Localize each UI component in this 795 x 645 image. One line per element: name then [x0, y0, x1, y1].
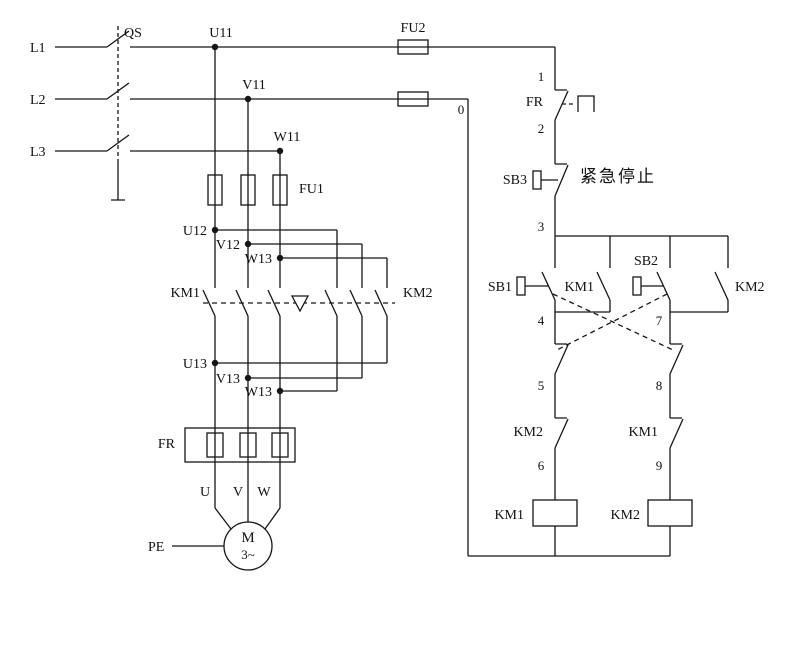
neutral-rail — [467, 99, 670, 557]
phase-bus-lines — [55, 46, 555, 547]
emergency-stop-text: 紧急停止 — [580, 167, 656, 187]
power-wires — [55, 26, 555, 547]
label-sb1: SB1 — [488, 280, 512, 295]
label-km2-main: KM2 — [403, 286, 433, 301]
node-0: 0 — [458, 102, 465, 117]
label-sb3: SB3 — [503, 173, 527, 188]
label-qs: QS — [124, 26, 142, 41]
label-km1-coil: KM1 — [494, 508, 524, 523]
sb3-button-cap — [532, 170, 542, 190]
junction-dot — [276, 254, 284, 262]
label-fr-main: FR — [158, 437, 176, 452]
button-actuator-links — [525, 179, 664, 287]
label-pe: PE — [148, 540, 164, 555]
label-w11: W11 — [274, 130, 301, 145]
km1-coil-body — [532, 499, 578, 527]
fr-release-marker — [577, 95, 595, 112]
aux-contact-drops — [555, 236, 729, 313]
node-5: 5 — [538, 378, 545, 393]
junction-dot — [211, 359, 219, 367]
junction-dots — [211, 43, 284, 395]
label-km2-aux: KM2 — [735, 280, 765, 295]
label-v11: V11 — [242, 78, 266, 93]
label-w13: W13 — [245, 385, 272, 400]
thermal-heater-3 — [271, 432, 289, 458]
junction-dot — [276, 147, 284, 155]
node-2: 2 — [538, 121, 545, 136]
thermal-relay-outline — [184, 427, 296, 463]
label-km2-coil: KM2 — [610, 508, 640, 523]
label-sb2: SB2 — [634, 254, 658, 269]
label-l1: L1 — [30, 41, 46, 56]
junction-dot — [211, 43, 219, 51]
label-u11: U11 — [209, 26, 233, 41]
node-6: 6 — [538, 458, 545, 473]
fuse-fu1-body-3 — [272, 174, 288, 206]
node-7: 7 — [656, 313, 663, 328]
label-u13: U13 — [183, 357, 207, 372]
label-km1-aux: KM1 — [564, 280, 594, 295]
motor-phases: 3~ — [241, 547, 255, 562]
fuse-fu1-body-2 — [240, 174, 256, 206]
label-l2: L2 — [30, 93, 46, 108]
motor-letter: M — [241, 530, 254, 546]
node-3: 3 — [538, 219, 545, 234]
button-interlock-cross-dashed — [552, 293, 674, 351]
node-4: 4 — [538, 313, 545, 328]
junction-dot — [276, 387, 284, 395]
label-term-u: U — [200, 485, 210, 500]
junction-dot — [244, 374, 252, 382]
qs-handle — [111, 160, 125, 201]
linkage-triangle-marker — [290, 295, 310, 313]
motor-symbol — [223, 521, 273, 571]
label-fu1: FU1 — [299, 182, 324, 197]
label-fu2: FU2 — [401, 21, 426, 36]
label-v12: V12 — [216, 238, 240, 253]
label-km1-interlock: KM1 — [628, 425, 658, 440]
sb2-button-cap — [632, 276, 642, 296]
junction-dot — [244, 240, 252, 248]
thermal-heater-1 — [206, 432, 224, 458]
labels: L1 L2 L3 QS U11 V11 W11 FU2 FU1 U12 V12 … — [30, 21, 765, 562]
junction-dot — [244, 95, 252, 103]
sb1-button-cap — [516, 276, 526, 296]
label-w12: W13 — [245, 252, 272, 267]
label-v13: V13 — [216, 372, 240, 387]
label-fr-contact: FR — [526, 95, 544, 110]
junction-dot — [211, 226, 219, 234]
label-km1-main: KM1 — [170, 286, 200, 301]
node-8: 8 — [656, 378, 663, 393]
label-u12: U12 — [183, 224, 207, 239]
node-9: 9 — [656, 458, 663, 473]
fuse-fu1-body-1 — [207, 174, 223, 206]
fuse-control-neutral-body — [397, 91, 429, 107]
label-term-v: V — [233, 485, 243, 500]
label-term-w: W — [257, 485, 271, 500]
thermal-heater-2 — [239, 432, 257, 458]
node-1: 1 — [538, 69, 545, 84]
label-km2-interlock: KM2 — [513, 425, 543, 440]
control-wires — [467, 47, 729, 557]
label-l3: L3 — [30, 145, 46, 160]
component-boxes — [184, 39, 693, 527]
fuse-fu2-body — [397, 39, 429, 55]
km2-coil-body — [647, 499, 693, 527]
control-contact-blades — [541, 90, 729, 449]
nc-contact-ticks — [555, 89, 682, 419]
